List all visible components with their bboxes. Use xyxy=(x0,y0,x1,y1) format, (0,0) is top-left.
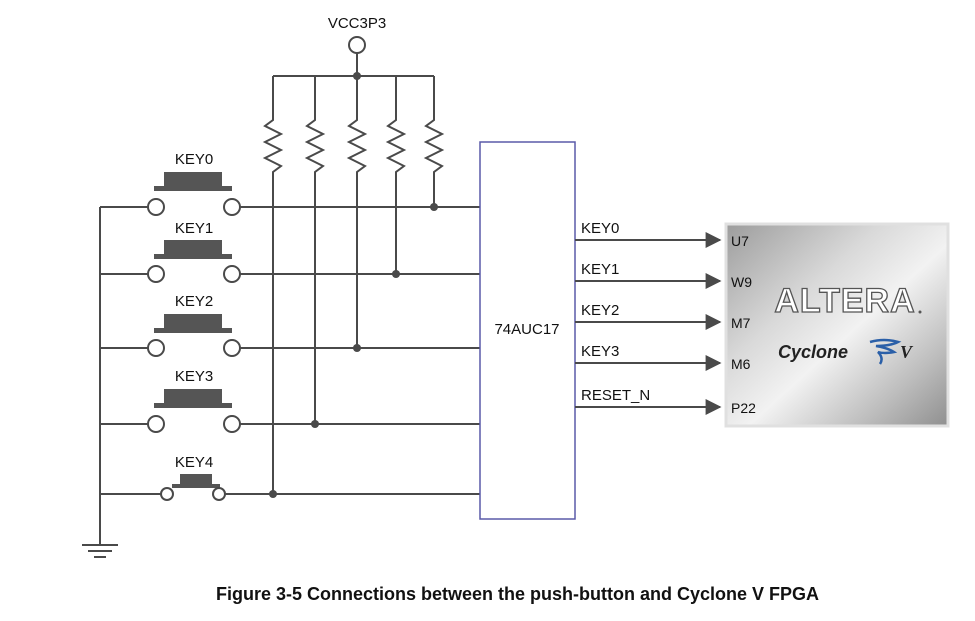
resistor xyxy=(385,76,407,274)
pull-up-resistors xyxy=(262,76,445,494)
ground-icon xyxy=(82,544,118,558)
fpga-pin: U7 xyxy=(731,233,749,249)
push-button-key3: KEY3 xyxy=(100,368,480,433)
svg-text:KEY1: KEY1 xyxy=(581,261,619,278)
button-label: KEY2 xyxy=(175,293,213,310)
button-label: KEY4 xyxy=(175,454,213,471)
svg-text:KEY0: KEY0 xyxy=(581,220,619,237)
altera-logo: ALTERA xyxy=(774,282,915,320)
figure-caption: Figure 3-5 Connections between the push-… xyxy=(215,584,820,604)
vcc-terminal xyxy=(348,36,366,54)
fpga-chip: U7 W9 M7 M6 P22 ALTERA Cyclone V xyxy=(724,222,950,428)
push-button-key1: KEY1 xyxy=(100,220,480,283)
fpga-pin: M6 xyxy=(731,356,751,372)
push-button-key0: KEY0 xyxy=(100,151,480,216)
button-label: KEY1 xyxy=(175,220,213,237)
push-button-key2: KEY2 xyxy=(100,293,480,357)
resistor xyxy=(304,76,326,424)
fpga-pin: W9 xyxy=(731,274,752,290)
vcc-label: VCC3P3 xyxy=(328,15,386,32)
svg-text:RESET_N: RESET_N xyxy=(581,387,650,404)
buffer-ic-74auc17 xyxy=(479,141,576,520)
button-label: KEY3 xyxy=(175,368,213,385)
cyclone-logo: Cyclone xyxy=(778,342,848,362)
buffer-label: 74AUC17 xyxy=(494,321,559,338)
signal-reset-n: RESET_N xyxy=(575,387,722,415)
svg-text:KEY3: KEY3 xyxy=(581,343,619,360)
cyclone-swirl-icon xyxy=(869,338,902,365)
cyclone-suffix: V xyxy=(900,342,914,362)
signal-key1: KEY1 xyxy=(575,261,722,289)
signal-key3: KEY3 xyxy=(575,343,722,371)
resistor xyxy=(423,76,445,207)
resistor xyxy=(262,76,284,494)
button-label: KEY0 xyxy=(175,151,213,168)
fpga-pin: P22 xyxy=(731,400,756,416)
resistor xyxy=(346,76,368,348)
push-button-key4: KEY4 xyxy=(100,454,480,501)
signal-key2: KEY2 xyxy=(575,302,722,330)
signal-key0: KEY0 xyxy=(575,220,722,248)
svg-text:KEY2: KEY2 xyxy=(581,302,619,319)
fpga-pin: M7 xyxy=(731,315,751,331)
